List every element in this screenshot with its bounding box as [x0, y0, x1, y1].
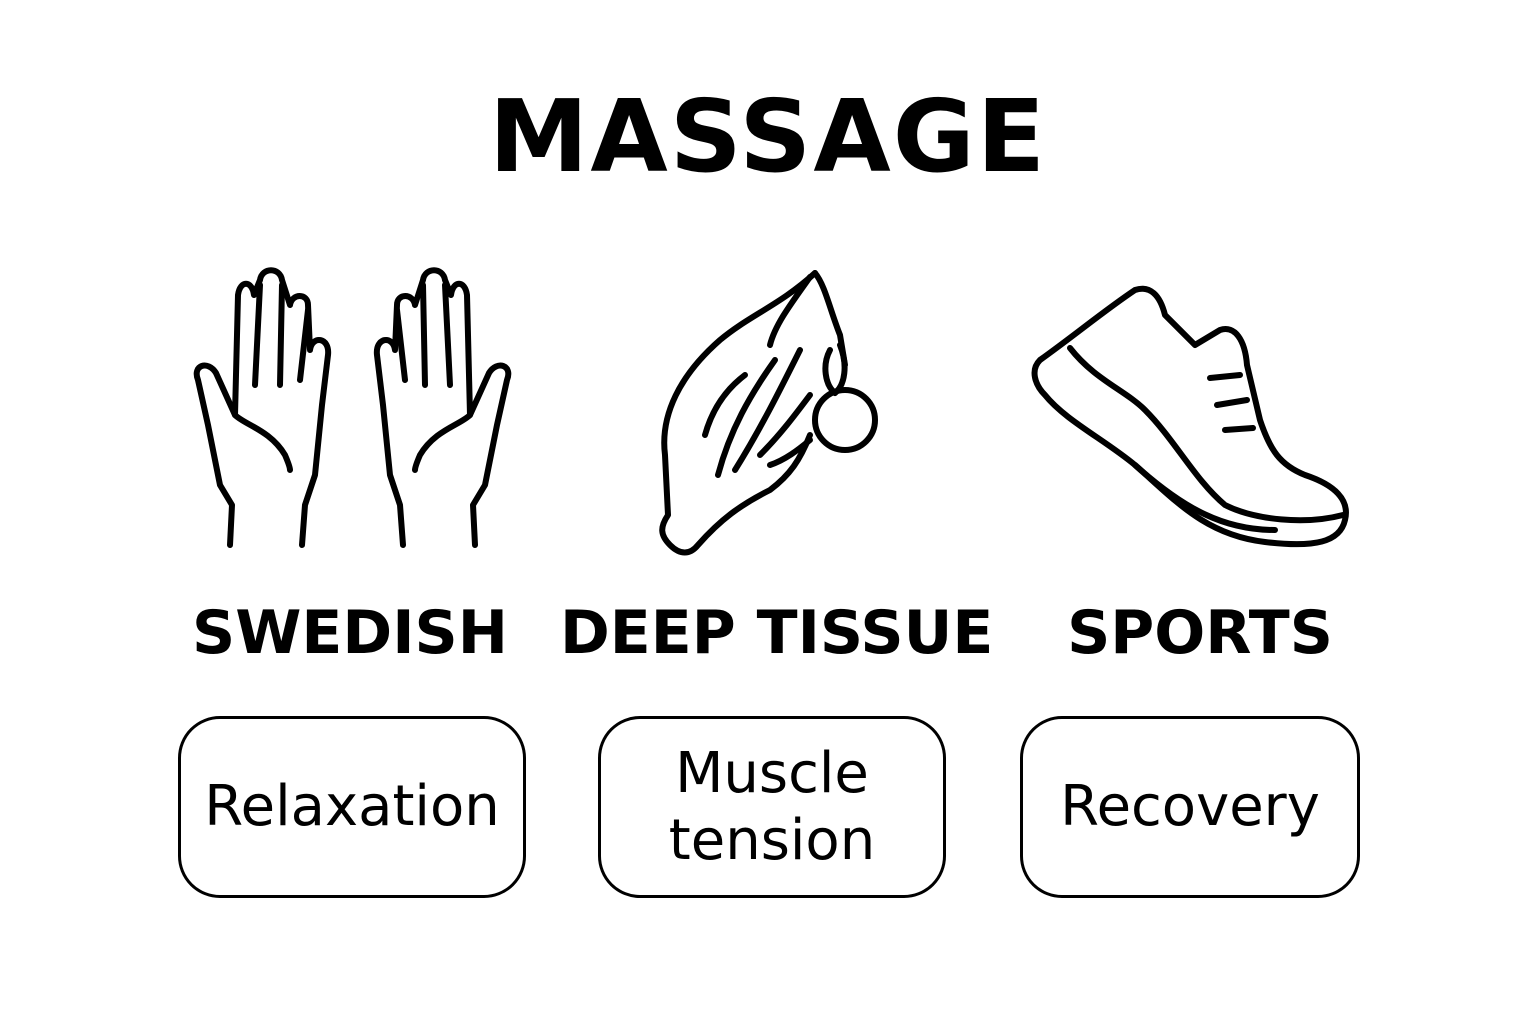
- label-deep-tissue: DEEP TISSUE: [560, 598, 994, 668]
- benefit-box-swedish: Relaxation: [178, 716, 526, 898]
- hands-icon: [190, 265, 515, 555]
- benefit-box-sports: Recovery: [1020, 716, 1360, 898]
- benefit-text: Recovery: [1060, 774, 1320, 840]
- benefit-box-deep-tissue: Muscle tension: [598, 716, 946, 898]
- muscle-icon: [650, 265, 885, 560]
- benefit-text: Relaxation: [204, 774, 500, 840]
- page-title: MASSAGE: [488, 78, 1048, 195]
- label-swedish: SWEDISH: [192, 598, 508, 668]
- label-sports: SPORTS: [1067, 598, 1333, 668]
- shoe-icon: [1025, 280, 1360, 555]
- benefit-text: Muscle tension: [668, 740, 876, 873]
